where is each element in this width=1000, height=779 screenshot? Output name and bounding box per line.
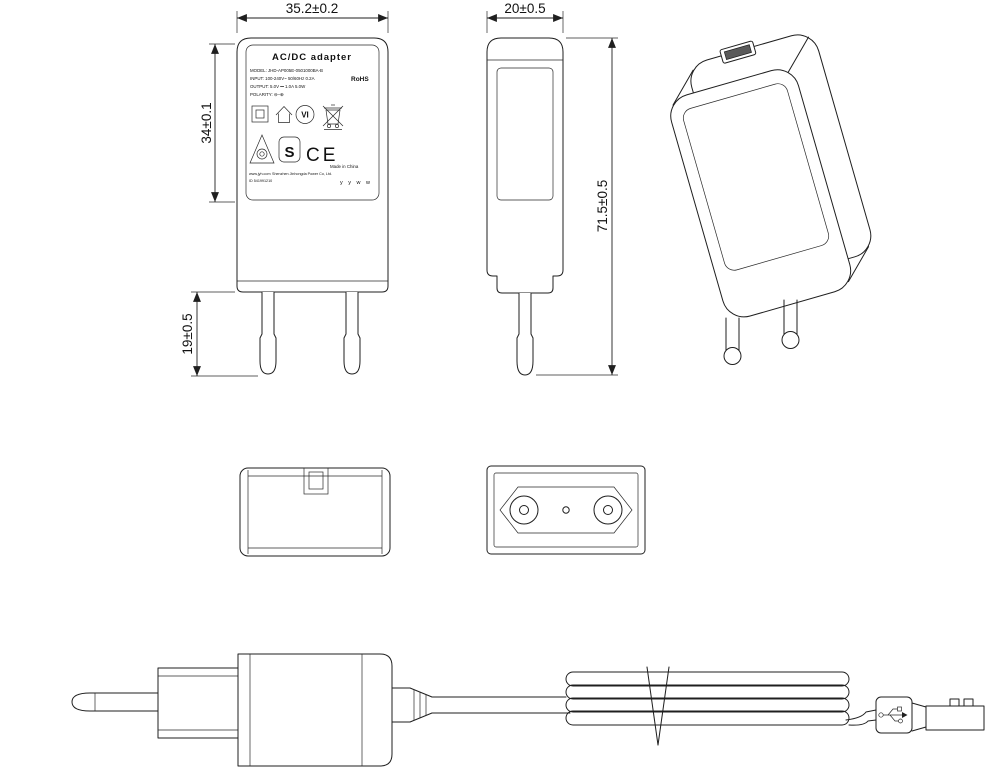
- top-view: [239, 467, 391, 557]
- weee-bin-icon: [322, 104, 344, 130]
- perspective-view: [670, 34, 872, 365]
- class-ii-icon: [251, 105, 269, 123]
- dim-side-depth-text: 20±0.5: [504, 1, 545, 16]
- s-mark-icon: S: [278, 136, 301, 163]
- plug-body: [237, 653, 393, 767]
- assembly-pin: [71, 692, 160, 712]
- side-pin: [516, 293, 534, 376]
- dim-overall-height: 71.5±0.5: [536, 37, 618, 376]
- label-input-line: INPUT: 100-240V~ 50/60Hz 0.2A: [250, 76, 315, 81]
- label-title: AC/DC adapter: [272, 52, 352, 63]
- dim-front-width-text: 35.2±0.2: [286, 1, 338, 16]
- s-mark-text: S: [284, 144, 294, 161]
- front-view: AC/DC adapter MODEL: JHD-AP005E-0501000B…: [236, 37, 389, 375]
- tuv-mark-icon: [249, 134, 275, 164]
- usb-logo-icon: [878, 706, 908, 724]
- plug-snout: [157, 667, 239, 739]
- label-polarity-line: POLARITY: ⊖–⊕: [250, 92, 284, 97]
- micro-usb-connector: [875, 696, 985, 734]
- efficiency-vi-icon: VI: [295, 105, 315, 124]
- cable-assembly: [71, 653, 985, 767]
- label-output-line: OUTPUT: 5.0V ⎓ 1.0A 5.0W: [250, 84, 306, 89]
- side-view: [486, 37, 564, 376]
- front-pin-right: [343, 292, 361, 375]
- strain-relief: [391, 687, 433, 723]
- dim-pin-length: 19±0.5: [180, 291, 258, 377]
- front-pin-left: [259, 292, 277, 375]
- center-mark: [562, 506, 570, 514]
- usb-metal-tip: [925, 705, 985, 731]
- dim-overall-height-text: 71.5±0.5: [595, 180, 610, 232]
- id-line: ID 541991210: [249, 179, 272, 183]
- pin-hole-right: [593, 495, 623, 525]
- dim-label-height: 34±0.1: [199, 43, 235, 203]
- dim-side-depth: 20±0.5: [486, 1, 564, 33]
- indoor-use-icon: [275, 105, 293, 123]
- pin-hole-left: [509, 495, 539, 525]
- twist-tie: [646, 666, 670, 746]
- date-code: y y w w: [340, 180, 372, 186]
- usb-port-slot: [723, 44, 752, 60]
- dim-pin-length-text: 19±0.5: [180, 313, 195, 354]
- dim-label-height-text: 34±0.1: [199, 102, 214, 143]
- dim-front-width: 35.2±0.2: [236, 1, 389, 33]
- ce-mark: CE: [306, 145, 338, 166]
- perspective-pins: [723, 299, 800, 365]
- usb-cutout: [303, 467, 329, 495]
- rohs-mark: RoHS: [351, 76, 369, 83]
- company-line: Shenzhen Jinhongda Power Co, Ltd.: [272, 172, 332, 176]
- made-in-line: Made in China: [330, 164, 359, 169]
- rating-label-panel: AC/DC adapter MODEL: JHD-AP005E-0501000B…: [245, 44, 380, 201]
- cable-coil: [565, 671, 850, 726]
- bottom-view: [486, 465, 646, 555]
- efficiency-vi-text: VI: [301, 111, 309, 120]
- website-line: www.jyh.com: [249, 172, 271, 176]
- label-model-line: MODEL: JHD-AP005E-0501000BA-B: [250, 68, 323, 73]
